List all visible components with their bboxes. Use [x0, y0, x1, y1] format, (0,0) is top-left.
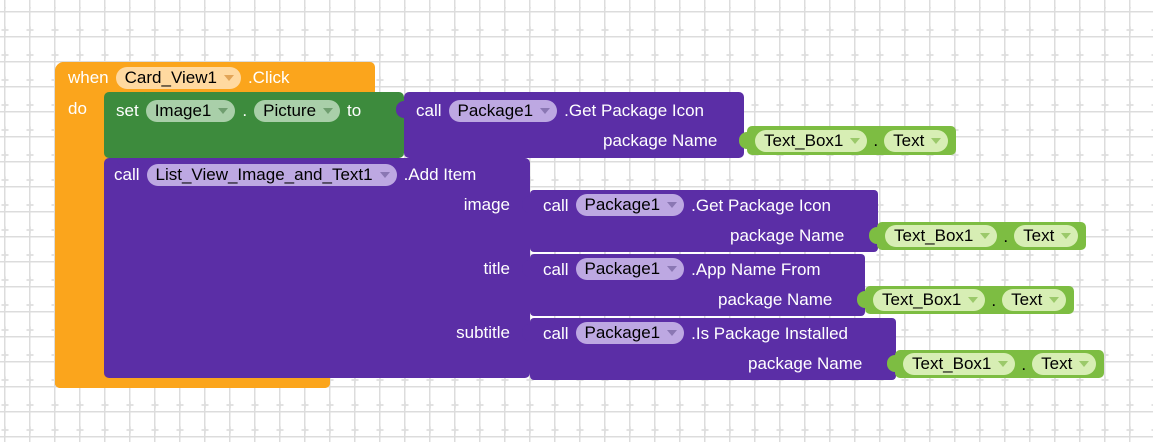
getter-2-property-label: Text — [1023, 226, 1055, 245]
call-1-arg-label: package Name — [603, 131, 718, 150]
setter-value-socket — [396, 101, 405, 118]
call-4-method-label: .Is Package Installed — [691, 323, 849, 343]
call-2-keyword: call — [543, 195, 569, 215]
chevron-down-icon — [980, 233, 991, 239]
socket-label-image: image — [463, 195, 510, 214]
call-1-keyword: call — [416, 101, 442, 120]
getter-1-property-dropdown[interactable]: Text — [884, 129, 949, 152]
call-2-arg-socket — [869, 227, 878, 244]
set-keyword: set — [116, 101, 139, 120]
call-2-method-label: .Get Package Icon — [691, 195, 832, 215]
getter-3-separator: . — [991, 290, 997, 310]
call-3-component-dropdown[interactable]: Package1 — [575, 258, 685, 280]
getter-1-component-dropdown[interactable]: Text_Box1 — [755, 129, 868, 152]
call-3-header-row: call Package1 .App Name From — [543, 258, 821, 280]
call-2-arg-label: package Name — [730, 226, 845, 245]
getter-3-component-label: Text_Box1 — [882, 290, 962, 309]
chevron-down-icon — [1061, 233, 1072, 239]
setter-separator: . — [242, 101, 248, 120]
getter-1-separator: . — [873, 131, 879, 150]
call-1-header-row: call Package1 .Get Package Icon — [416, 99, 704, 122]
chevron-down-icon — [1049, 297, 1060, 303]
chevron-down-icon — [667, 330, 678, 336]
event-component-label: Card_View1 — [124, 67, 217, 87]
add-item-bottom-bump — [117, 378, 145, 386]
call-1-component-dropdown[interactable]: Package1 — [448, 99, 558, 122]
chevron-down-icon — [540, 107, 551, 114]
chevron-down-icon — [223, 74, 234, 81]
call-2-component-dropdown[interactable]: Package1 — [575, 194, 685, 216]
add-item-header-row: call List_View_Image_and_Text1 .Add Item — [114, 163, 476, 186]
setter-block-top-bump — [117, 92, 145, 100]
call-3-method-label: .App Name From — [691, 259, 821, 279]
call-4-header-row: call Package1 .Is Package Installed — [543, 322, 848, 344]
getter-block-textbox1-text-2[interactable]: Text_Box1 . Text — [877, 222, 1087, 250]
event-block-left-spine — [55, 90, 105, 388]
getter-2-component-label: Text_Box1 — [894, 226, 974, 245]
call-2-header-row: call Package1 .Get Package Icon — [543, 194, 831, 216]
getter-3-component-dropdown[interactable]: Text_Box1 — [873, 289, 986, 311]
socket-notch-image — [522, 196, 531, 213]
socket-notch-subtitle — [522, 324, 531, 341]
getter-block-textbox1-text-3[interactable]: Text_Box1 . Text — [865, 286, 1075, 314]
setter-property-dropdown[interactable]: Picture — [254, 99, 341, 122]
event-do-label: do — [68, 99, 87, 118]
getter-4-component-dropdown[interactable]: Text_Box1 — [903, 353, 1016, 375]
chevron-down-icon — [218, 107, 229, 114]
getter-2-component-dropdown[interactable]: Text_Box1 — [885, 225, 998, 247]
call-3-keyword: call — [543, 259, 569, 279]
chevron-down-icon — [379, 171, 390, 178]
socket-label-title: title — [483, 259, 510, 278]
socket-notch-title — [522, 260, 531, 277]
getter-4-component-label: Text_Box1 — [912, 354, 992, 373]
getter-block-textbox1-text-4[interactable]: Text_Box1 . Text — [895, 350, 1105, 378]
call-2-component-label: Package1 — [584, 195, 661, 214]
chevron-down-icon — [1079, 361, 1090, 367]
setter-property-label: Picture — [263, 100, 317, 120]
setter-component-dropdown[interactable]: Image1 — [145, 99, 236, 122]
socket-label-subtitle: subtitle — [456, 323, 510, 342]
setter-row: set Image1 . Picture to — [116, 99, 361, 122]
call-4-component-label: Package1 — [584, 323, 661, 342]
add-item-component-label: List_View_Image_and_Text1 — [155, 164, 373, 184]
getter-4-property-label: Text — [1041, 354, 1073, 373]
event-block-header-row: when Card_View1 .Click — [68, 66, 290, 89]
call-4-keyword: call — [543, 323, 569, 343]
add-item-keyword: call — [114, 165, 140, 184]
event-name-label: .Click — [247, 68, 290, 87]
call-4-arg-label: package Name — [748, 354, 863, 373]
chevron-down-icon — [998, 361, 1009, 367]
getter-1-property-label: Text — [893, 130, 925, 150]
getter-3-property-dropdown[interactable]: Text — [1002, 289, 1067, 311]
getter-2-property-dropdown[interactable]: Text — [1014, 225, 1079, 247]
call-4-component-dropdown[interactable]: Package1 — [575, 322, 685, 344]
call-1-method-label: .Get Package Icon — [564, 101, 705, 120]
call-block-list-view-add-item[interactable] — [104, 158, 530, 378]
chevron-down-icon — [968, 297, 979, 303]
call-3-component-label: Package1 — [584, 259, 661, 278]
getter-3-property-label: Text — [1011, 290, 1043, 309]
call-4-arg-socket — [887, 355, 896, 372]
getter-block-textbox1-text-1[interactable]: Text_Box1 . Text — [747, 126, 957, 155]
getter-2-separator: . — [1003, 226, 1009, 246]
setter-component-label: Image1 — [154, 100, 212, 120]
getter-4-property-dropdown[interactable]: Text — [1032, 353, 1097, 375]
when-keyword: when — [68, 68, 109, 87]
chevron-down-icon — [667, 266, 678, 272]
setter-to-label: to — [347, 101, 362, 120]
chevron-down-icon — [667, 202, 678, 208]
chevron-down-icon — [931, 137, 942, 144]
add-item-component-dropdown[interactable]: List_View_Image_and_Text1 — [146, 163, 397, 186]
getter-1-component-label: Text_Box1 — [764, 130, 844, 150]
call-3-arg-label: package Name — [718, 290, 833, 309]
add-item-method-label: .Add Item — [403, 165, 477, 184]
call-1-component-label: Package1 — [457, 100, 534, 120]
chevron-down-icon — [850, 137, 861, 144]
getter-4-separator: . — [1021, 354, 1027, 374]
call-3-arg-socket — [857, 291, 866, 308]
call-1-arg-socket — [739, 132, 748, 149]
add-item-top-bump — [117, 158, 145, 166]
event-component-dropdown[interactable]: Card_View1 — [115, 66, 241, 89]
chevron-down-icon — [323, 107, 334, 114]
